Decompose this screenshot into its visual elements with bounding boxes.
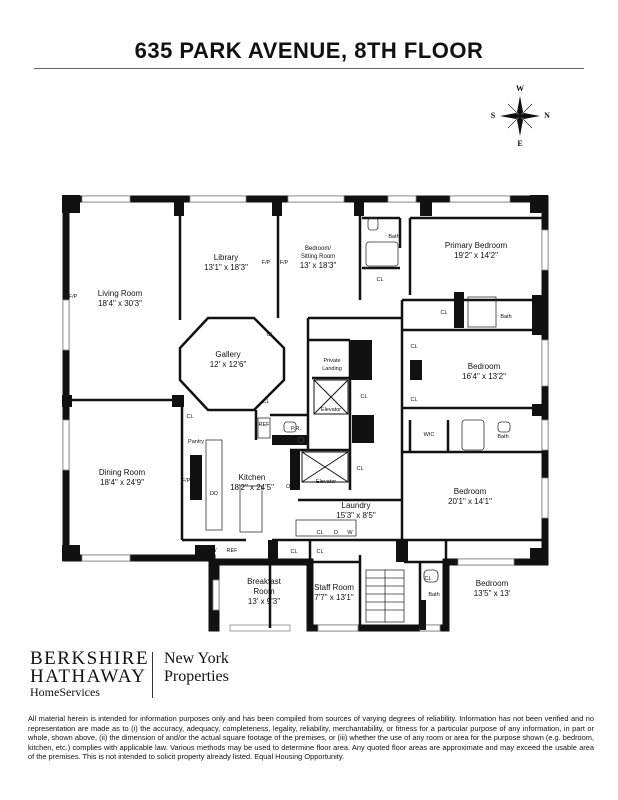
library-name: Library	[214, 253, 238, 262]
cl-label-3: CL	[440, 310, 447, 316]
brand-berkshire: BERKSHIRE	[30, 648, 150, 669]
kitchen-dim: 18'2" x 24'5"	[230, 483, 274, 492]
private-label-2: Landing	[322, 366, 342, 372]
living-room-dim: 18'4" x 30'3"	[98, 299, 142, 308]
pantry-label: Pantry	[188, 439, 204, 445]
bedroom2-name: Bedroom	[468, 362, 501, 371]
cl-label-13: CL	[316, 549, 323, 555]
cl-label-6: CL	[266, 332, 273, 338]
fireplace-label-2: F/P	[262, 260, 271, 266]
breakfast-dim: 13' x 9'3"	[248, 597, 280, 606]
library-dim: 13'1" x 18'3"	[204, 263, 248, 272]
compass-w: W	[516, 84, 524, 93]
page-title: 635 PARK AVENUE, 8TH FLOOR	[134, 38, 484, 63]
elevator-label-1: Elevator	[321, 407, 341, 413]
cl-label-11: CL	[356, 466, 363, 472]
disclaimer-text: All material herein is intended for info…	[28, 714, 594, 762]
elevator-shafts	[301, 379, 349, 483]
living-room-name: Living Room	[98, 289, 143, 298]
elevator-label-2: Elevator	[316, 479, 336, 485]
bed-sitting-name1: Bedroom/	[305, 246, 331, 252]
ref-label-2: REF	[259, 422, 271, 428]
laundry-dim: 15'3" x 8'5"	[336, 511, 376, 520]
bath-label-1: Bath	[388, 234, 399, 240]
cl-label-12: CL	[290, 549, 297, 555]
gallery-dim: 12' x 12'6"	[210, 360, 247, 369]
fireplace-label-3: F/P	[280, 260, 289, 266]
gallery-octagon	[178, 316, 286, 412]
dw-label-2: DD	[210, 491, 218, 497]
cl-label-10: CL	[358, 432, 365, 438]
kitchen-name: Kitchen	[239, 473, 266, 482]
cl-label-14: CL	[316, 530, 323, 536]
cl-label-2: CL	[376, 277, 383, 283]
fixture-labels: Bath Bath Bath Bath CL CL CL CL CL CL CL…	[69, 207, 512, 598]
dining-room-dim: 18'4" x 24'9"	[100, 478, 144, 487]
dw-label-1: DW	[207, 548, 217, 554]
bed-sitting-dim: 13' x 18'3"	[300, 261, 337, 270]
cl-label-15: CL	[424, 576, 431, 582]
washer-label: W	[347, 530, 353, 536]
bath-label-2: Bath	[500, 314, 511, 320]
bedroom3-dim: 20'1" x 14'1"	[448, 497, 492, 506]
laundry-name: Laundry	[342, 501, 371, 510]
ref-label-1: REF	[227, 548, 239, 554]
cl-label-9: CL	[360, 394, 367, 400]
staff-room-name: Staff Room	[314, 583, 354, 592]
breakfast-name1: Breakfast	[247, 577, 282, 586]
compass-rose-icon: W E S N	[491, 84, 550, 148]
cl-label-8: CL	[186, 414, 193, 420]
brand-new-york: New York	[164, 650, 229, 667]
structural-columns	[62, 195, 548, 630]
dining-room-name: Dining Room	[99, 468, 146, 477]
room-labels: Living Room 18'4" x 30'3" Library 13'1" …	[98, 241, 511, 606]
bedroom2-dim: 16'4" x 13'2"	[462, 372, 506, 381]
brand-divider	[152, 652, 153, 698]
primary-bedroom-name: Primary Bedroom	[445, 241, 508, 250]
bedroom4-name: Bedroom	[476, 579, 509, 588]
cl-label-1: CL	[424, 207, 431, 213]
bath-fixtures	[283, 217, 511, 583]
fireplace-label-1: F/P	[69, 294, 78, 300]
cl-label-5: CL	[410, 397, 417, 403]
compass-e: E	[517, 139, 522, 148]
bedroom3-name: Bedroom	[454, 487, 487, 496]
compass-s: S	[491, 111, 496, 120]
wic-label: WIC	[424, 432, 435, 438]
title-rule	[34, 68, 584, 69]
staff-room-dim: 7'7" x 13'1"	[314, 593, 354, 602]
oven-label: OV	[286, 484, 294, 490]
private-label-1: Private	[323, 358, 340, 364]
bath-label-3: Bath	[497, 434, 508, 440]
pr-label: P.R.	[291, 426, 301, 432]
brand-hathaway: HATHAWAY	[30, 666, 147, 687]
kitchen-counters	[205, 417, 357, 537]
bath-label-4: Bath	[428, 592, 439, 598]
fireplace-label-4: F/P	[182, 478, 191, 484]
gallery-name: Gallery	[215, 350, 240, 359]
breakfast-name2: Room	[253, 587, 275, 596]
primary-bedroom-dim: 19'2" x 14'2"	[454, 251, 498, 260]
bed-sitting-name2: Sitting Room	[301, 254, 335, 260]
brand-properties: Properties	[164, 668, 229, 685]
dryer-label: D	[334, 530, 338, 536]
bedroom4-dim: 13'5" x 13'	[474, 589, 511, 598]
cl-label-4: CL	[410, 344, 417, 350]
windows	[62, 195, 549, 632]
compass-n: N	[544, 111, 550, 120]
brand-homeservices: HomeServices	[30, 685, 100, 699]
floor-plan: W E S N	[62, 84, 550, 632]
cl-label-7: CL	[262, 399, 269, 405]
staircase	[365, 569, 405, 623]
interior-walls	[66, 199, 545, 628]
